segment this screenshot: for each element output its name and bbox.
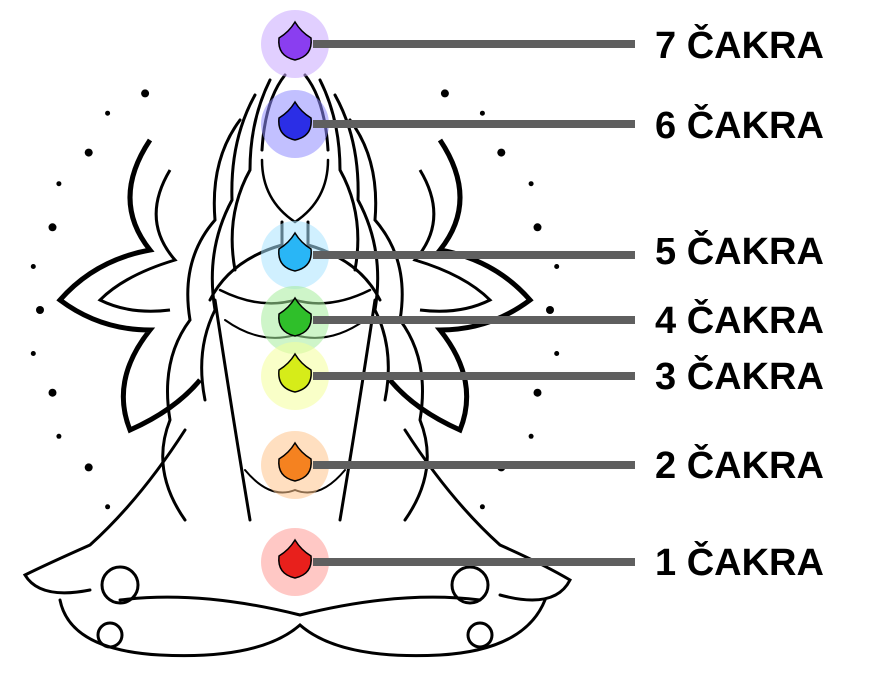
chakra-point-icon [278,296,312,337]
mandala-dot [36,306,44,314]
chakra-2: 2 ČAKRA [261,431,824,499]
mandala-dot [546,306,554,314]
mandala-dot [48,223,57,232]
chakra-5: 5 ČAKRA [261,221,824,289]
chakra-7: 7 ČAKRA [261,10,824,78]
mandala-dot [440,89,449,98]
mandala-dot [105,504,111,510]
chakra-4: 4 ČAKRA [261,286,824,354]
chakra-label: 2 ČAKRA [655,442,824,487]
mandala-dot [479,110,485,116]
chakra-label: 6 ČAKRA [655,102,824,147]
chakra-label: 7 ČAKRA [655,22,824,67]
mandala-dot [528,433,534,439]
mandala-dot [30,264,36,269]
chakra-label: 5 ČAKRA [655,228,824,273]
chakra-point-icon [278,352,312,393]
mandala-dot [84,148,93,157]
mandala-dot [554,264,560,269]
chakra-point-icon [278,441,312,482]
mandala-dot [141,89,150,98]
chakra-point-icon [278,100,312,141]
chakra-point-icon [278,538,312,579]
mandala-dot [84,463,93,472]
chakra-point-icon [278,231,312,272]
chakra-point-icon [278,20,312,61]
mandala-dot [105,110,111,116]
chakra-1: 1 ČAKRA [261,528,824,596]
chakra-6: 6 ČAKRA [261,90,824,158]
chakra-label: 1 ČAKRA [655,539,824,584]
chakra-label: 3 ČAKRA [655,353,824,398]
mandala-dot [48,388,57,397]
mandala-dot [479,504,485,510]
mandala-dot [497,148,506,157]
mandala-dot [56,433,62,439]
mandala-dot [533,223,542,232]
chakra-3: 3 ČAKRA [261,342,824,410]
mandala-dot [30,351,36,356]
mandala-dot [528,181,534,187]
chakra-markers: 7 ČAKRA 6 ČAKRA 5 ČAKRA 4 ČAKRA 3 ČAKRA 2 ČAK… [261,10,824,596]
mandala-dot [56,181,62,187]
mandala-dot [554,351,560,356]
chakra-label: 4 ČAKRA [655,297,824,342]
mandala-illustration [56,138,534,434]
mandala-dot [533,388,542,397]
